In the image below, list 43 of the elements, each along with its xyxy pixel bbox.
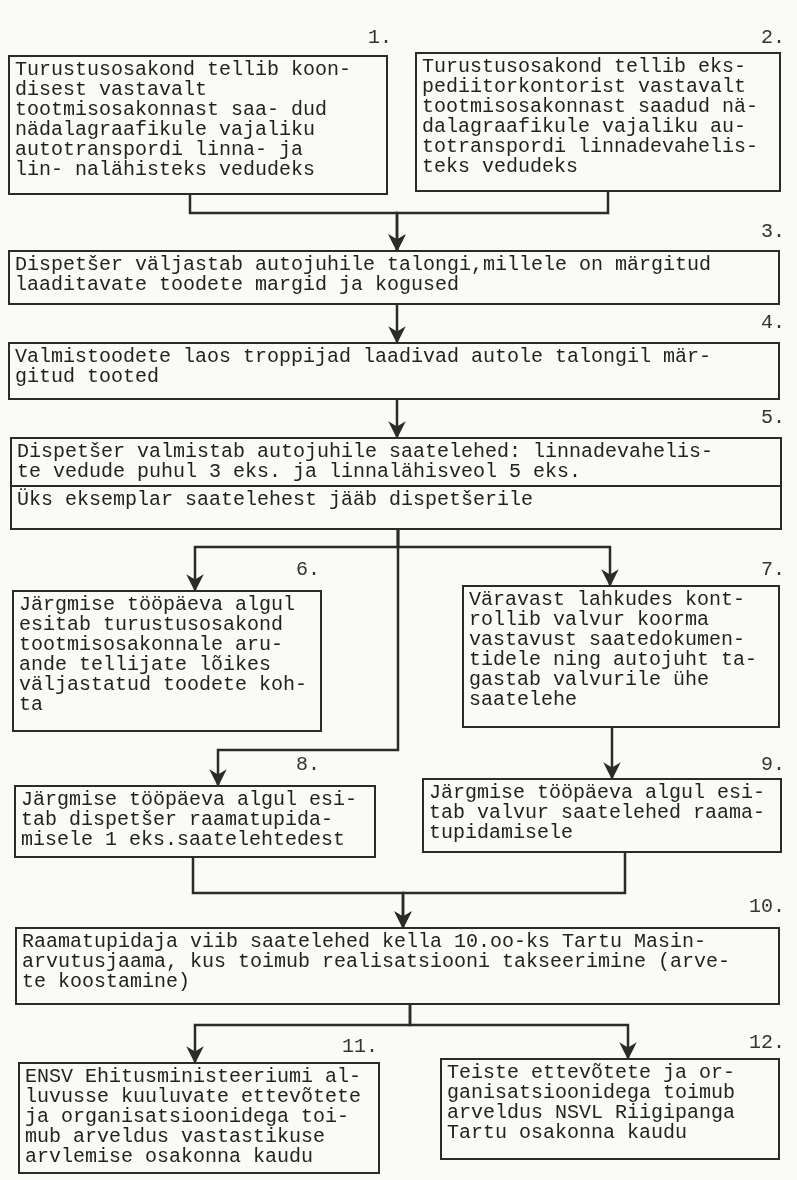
- arrow: [603, 728, 621, 780]
- process-box: [15, 927, 780, 1005]
- step-text: Üks eksemplar saatelehest jääb dispetšerile: [12, 485, 780, 513]
- step-number: 2.: [761, 28, 785, 48]
- process-box: [10, 437, 782, 530]
- step-number: 7.: [761, 560, 785, 580]
- process-box: [14, 785, 376, 858]
- arrow: [209, 530, 400, 787]
- step-text: Järgmise tööpäeva algul esi- tab valvur saatelehed raama- tupidamisele: [428, 780, 767, 846]
- step-text: Dispetšer valmistab autojuhile saatelehed: linnadevahelis- te vedude puhul 3 eks. ja linnalähisveol 5 eks.: [16, 439, 715, 485]
- step-number: 4.: [761, 313, 785, 333]
- step-number: 3.: [761, 222, 785, 242]
- step-text: Järgmise tööpäeva algul esi- tab dispetšer raamatupida- misele 1 eks.saatelehtedest: [20, 787, 359, 853]
- process-box: [8, 342, 780, 400]
- process-box: [462, 585, 780, 728]
- process-box: [8, 55, 388, 195]
- step-text: Turustusosakond tellib koon- disest vastavalt tootmisosakonnast saa- dud nädalagraafikule vajaliku autotranspordi linna- ja lin- nalähisteks vedudeks: [14, 57, 353, 183]
- step-number: 9.: [761, 755, 785, 775]
- step-number: 1.: [368, 28, 392, 48]
- step-text: Järgmise tööpäeva algul esitab turustusosakond tootmisosakonnale aru- ande tellijate lõikes väljastatud toodete koh- ta: [18, 592, 309, 718]
- step-text: Dispetšer väljastab autojuhile talongi,millele on märgitud laaditavate toodete margid ja kogused: [14, 252, 713, 298]
- process-box: [8, 250, 780, 305]
- step-number: 12.: [749, 1033, 785, 1053]
- arrow: [388, 192, 610, 252]
- process-box: [422, 778, 782, 853]
- step-number: 6.: [296, 560, 320, 580]
- process-box: [415, 52, 781, 192]
- step-text: Turustusosakond tellib eks- pediitorkontorist vastavalt tootmisosakonnast saadud nä- dalagraafikule vajaliku au- totranspordi linnadevahelis- teks vedudeks: [421, 54, 760, 180]
- arrow: [388, 305, 406, 344]
- step-number: 10.: [749, 897, 785, 917]
- arrow: [394, 853, 627, 929]
- step-number: 11.: [342, 1037, 378, 1057]
- process-box: [12, 590, 322, 732]
- process-box: [440, 1058, 780, 1160]
- arrow: [388, 400, 406, 439]
- step-text: Valmistoodete laos troppijad laadivad autole talongil mär- gitud tooted: [14, 344, 713, 390]
- step-number: 8.: [296, 755, 320, 775]
- arrow: [408, 1005, 637, 1060]
- step-number: 5.: [761, 408, 785, 428]
- step-text: ENSV Ehitusministeeriumi al- luvusse kuuluvate ettevõtete ja organisatsioonidega toi- mub arveldus vastastikuse arvlemise osakonna kaudu: [24, 1064, 363, 1170]
- step-text: Raamatupidaja viib saatelehed kella 10.oo-ks Tartu Masin- arvutusjaama, kus toimub realisatsiooni takseerimine (arve- te koostamine): [21, 929, 732, 995]
- step-text: Väravast lahkudes kont- rollib valvur koorma vastavust saatedokumen- tidele ning autojuht ta- gastab valvurile ühe saatelehe: [468, 587, 759, 713]
- step-text: Teiste ettevõtete ja or- ganisatsioonidega toimub arveldus NSVL Riigipanga Tartu osakonna kaudu: [446, 1060, 737, 1146]
